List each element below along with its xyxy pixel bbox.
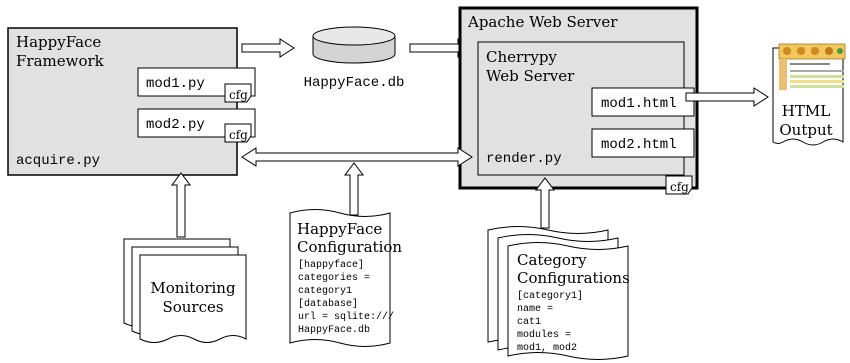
arrow-framework-to-db bbox=[241, 38, 295, 58]
category-config-line: name = bbox=[517, 304, 553, 315]
arrow-framework-server-bidirectional bbox=[241, 147, 473, 167]
happyface-config-line: [happyface] bbox=[298, 259, 364, 271]
mod1-py-label: mod1.py bbox=[146, 76, 205, 92]
mod2-html-label: mod2.html bbox=[601, 137, 677, 153]
html-output-document: HTML Output bbox=[772, 43, 846, 146]
category-config-title-line1: Category bbox=[517, 251, 587, 269]
arrow-server-to-output bbox=[685, 87, 769, 107]
mod2-html-box bbox=[591, 128, 695, 158]
arrow-sources-to-framework bbox=[171, 172, 191, 238]
apache-cfg-tag: cfg bbox=[665, 175, 693, 195]
acquire-script-label: acquire.py bbox=[16, 153, 100, 169]
mod1-html-box bbox=[591, 87, 695, 117]
framework-title-line2: Framework bbox=[16, 52, 105, 70]
monitoring-line1: Monitoring bbox=[150, 279, 236, 297]
happyface-config-title-line2: Configuration bbox=[297, 238, 402, 256]
mod1-html-label: mod1.html bbox=[601, 96, 677, 112]
render-script-label: render.py bbox=[486, 151, 562, 167]
arrow-config-to-main-arrow bbox=[344, 162, 364, 216]
cherrypy-title-line1: Cherrypy bbox=[486, 48, 557, 66]
html-output-line2: Output bbox=[779, 121, 832, 139]
happyface-config-line: category1 bbox=[298, 286, 352, 297]
happyface-config-title-line1: HappyFace bbox=[297, 220, 382, 238]
happyface-config-line: [database] bbox=[298, 298, 358, 310]
framework-box: HappyFace Framework acquire.py mod1.py c… bbox=[7, 27, 256, 176]
arrow-category-to-server bbox=[535, 177, 555, 229]
category-config-line: modules = bbox=[517, 329, 571, 341]
happyface-config-line: categories = bbox=[298, 272, 370, 284]
svg-text:cfg: cfg bbox=[229, 128, 248, 142]
html-output-line1: HTML bbox=[782, 102, 830, 120]
browser-screenshot-icon bbox=[778, 43, 846, 90]
happyface-configuration-document: HappyFace Configuration [happyface] cate… bbox=[289, 209, 402, 347]
category-config-title-line2: Configurations bbox=[517, 269, 630, 287]
database-label: HappyFace.db bbox=[304, 75, 405, 91]
mod2-py-label: mod2.py bbox=[146, 117, 205, 133]
monitoring-sources-stack: Monitoring Sources bbox=[123, 238, 247, 343]
happyface-config-line: url = sqlite:/// bbox=[298, 311, 394, 323]
apache-server-box: Apache Web Server Cherrypy Web Server re… bbox=[458, 6, 699, 195]
svg-text:cfg: cfg bbox=[670, 180, 689, 194]
database-cylinder-icon bbox=[312, 26, 396, 64]
category-configurations-stack: Category Configurations [category1] name… bbox=[487, 226, 630, 360]
category-config-line: cat1 bbox=[517, 317, 541, 328]
cherrypy-title-line2: Web Server bbox=[486, 67, 575, 85]
apache-title: Apache Web Server bbox=[467, 13, 618, 31]
mod1-cfg-tag: cfg bbox=[224, 83, 252, 103]
monitoring-line2: Sources bbox=[162, 298, 223, 316]
svg-text:cfg: cfg bbox=[229, 88, 248, 102]
framework-title-line1: HappyFace bbox=[16, 33, 101, 51]
mod2-cfg-tag: cfg bbox=[224, 123, 252, 143]
happyface-config-line: HappyFace.db bbox=[298, 324, 370, 336]
category-config-line: [category1] bbox=[517, 290, 583, 302]
category-config-line: mod1, mod2 bbox=[517, 342, 577, 354]
